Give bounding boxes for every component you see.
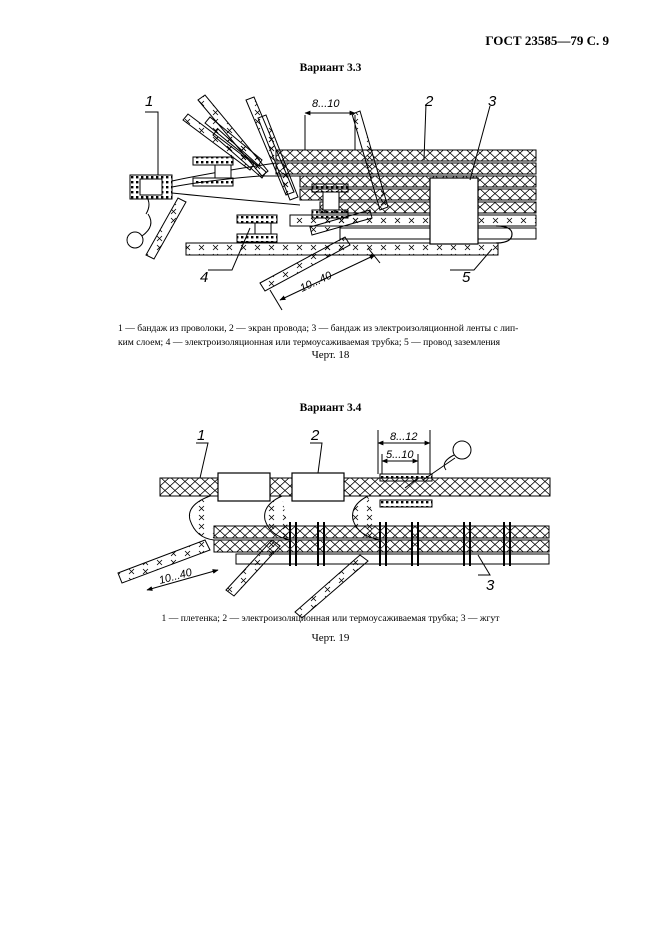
label-5-fig18: 5 — [462, 269, 471, 286]
variant-3-3-title: Вариант 3.3 — [299, 62, 362, 74]
figure-18-label: Черт. 18 — [311, 349, 350, 361]
variant-3-4-title: Вариант 3.4 — [299, 402, 362, 414]
label-3-fig19: 3 — [486, 577, 495, 594]
dim-5-10: 5...10 — [386, 449, 414, 461]
label-2-fig19: 2 — [310, 427, 320, 444]
label-2-fig18: 2 — [424, 93, 434, 110]
dim-10-40-fig19: 10...40 — [158, 566, 194, 587]
caption-line: 1 — бандаж из проволоки, 2 — экран прово… — [118, 323, 519, 334]
dim-8-10: 8...10 — [312, 98, 340, 110]
caption-fig18: 1 — бандаж из проволоки, 2 — экран прово… — [118, 322, 542, 350]
label-1-fig18: 1 — [145, 93, 153, 110]
dim-8-12: 8...12 — [390, 431, 418, 443]
dim-10-40-fig18: 10...40 — [298, 269, 334, 294]
caption-line: ким слоем; 4 — электроизоляционная или т… — [118, 337, 501, 348]
figure-19-label: Черт. 19 — [311, 632, 350, 644]
caption-line: 1 — плетенка; 2 — электроизоляционная ил… — [161, 613, 500, 624]
caption-fig19: 1 — плетенка; 2 — электроизоляционная ил… — [0, 612, 661, 626]
label-1-fig19: 1 — [197, 427, 205, 444]
figure-18-drawing — [126, 94, 537, 311]
label-4-fig18: 4 — [200, 269, 208, 286]
figure-19-drawing — [117, 430, 551, 619]
page-header: ГОСТ 23585—79 С. 9 — [485, 33, 609, 48]
label-3-fig18: 3 — [488, 93, 497, 110]
